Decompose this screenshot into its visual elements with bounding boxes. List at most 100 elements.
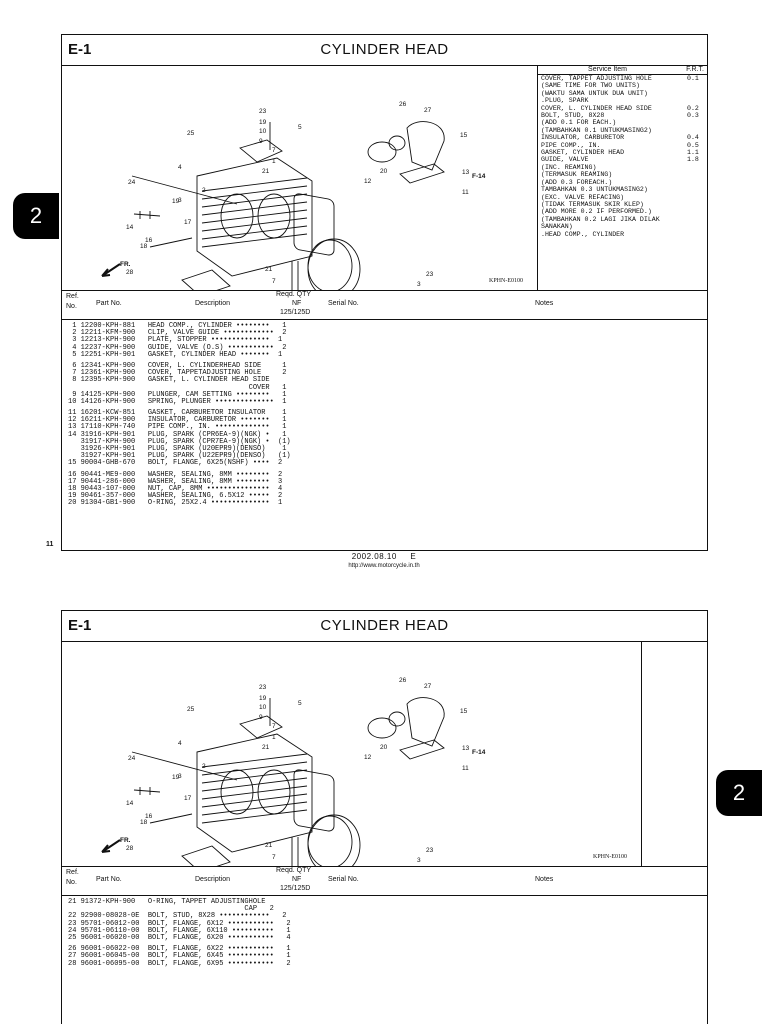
- bolt: [149, 813, 193, 824]
- col-reqd-qty: Reqd. QTY: [276, 291, 312, 298]
- port-outline: [220, 769, 254, 815]
- service-item-heading: Service Item: [588, 66, 627, 73]
- col-no: No.: [66, 303, 77, 310]
- insulator: [367, 141, 397, 163]
- callout-label: 7: [272, 854, 276, 861]
- diagram-lines: [131, 697, 445, 877]
- long-bolt: [131, 751, 238, 781]
- cooling-fin: [201, 761, 308, 776]
- service-desc: INSULATOR, CARBURETOR: [541, 134, 625, 142]
- cooling-fin: [201, 185, 308, 200]
- callout-label: 15: [460, 708, 468, 715]
- parts-row: CAP 2: [68, 905, 274, 914]
- callout-label: 25: [187, 706, 195, 713]
- service-desc: COVER, L. CYLINDER HEAD SIDE: [541, 104, 652, 112]
- callout-label: 18: [140, 243, 148, 250]
- callout-label: 10: [259, 128, 267, 135]
- parts-row: 14 31916-KPH-901 PLUG, SPARK (CPR6EA-9)(…: [68, 430, 287, 439]
- parts-row: 4 12237-KPH-900 GUIDE, VALVE (O.S) •••••…: [68, 343, 287, 352]
- service-frt: 1.8: [687, 156, 699, 164]
- section-code: E-1: [68, 41, 92, 58]
- parts-row: COVER 1: [68, 383, 287, 392]
- carb-gasket: [399, 163, 445, 184]
- service-header: Service Item F.R.T.: [538, 66, 707, 75]
- service-desc: (TIDAK TERMASUK SKIR KLEP): [541, 200, 644, 208]
- callout-label: 16: [145, 237, 153, 244]
- service-frt: [687, 97, 707, 104]
- cooling-fin: [201, 753, 308, 768]
- callout-label: 19: [259, 695, 267, 702]
- tappet-cover: [239, 715, 283, 739]
- cooling-fin: [201, 777, 308, 792]
- o-ring: [388, 711, 406, 727]
- carb-gasket: [399, 739, 445, 760]
- service-line: .HEAD COMP., CYLINDER: [538, 231, 707, 238]
- callout-label: 28: [126, 269, 134, 276]
- service-desc: (WAKTU SAMA UNTUK DUA UNIT): [541, 89, 648, 97]
- section-title: CYLINDER HEAD: [320, 41, 449, 58]
- small-gasket: [181, 269, 231, 297]
- service-desc: .PLUG, SPARK: [541, 97, 589, 105]
- callout-label: 7: [272, 278, 276, 285]
- service-frt: [687, 164, 707, 171]
- parts-row: 22 92900-08028-0E BOLT, STUD, 8X28 •••••…: [68, 912, 287, 921]
- callout-label: 7: [272, 723, 276, 730]
- service-line: (TAMBAHKAN 0.2 LAGI JIKA DILAK: [538, 216, 707, 223]
- diagram-lines: [131, 121, 445, 301]
- chapter-tab: 2: [13, 193, 59, 239]
- callout-label: 18: [140, 819, 148, 826]
- service-desc: PIPE COMP., IN.: [541, 141, 601, 149]
- port-outline: [257, 769, 291, 815]
- service-item-box: [642, 642, 707, 867]
- col-description: Description: [195, 300, 231, 307]
- page-number: 11: [46, 541, 54, 548]
- callout-label: 7: [272, 147, 276, 154]
- cooling-fin: [201, 177, 308, 192]
- service-desc: BOLT, STUD, 8X28: [541, 112, 605, 120]
- parts-row: 9 14125-KPH-900 PLUNGER, CAM SETTING •••…: [68, 390, 287, 399]
- callout-label: 3: [178, 773, 182, 780]
- parts-row: 10 14126-KPH-900 SPRING, PLUNGER •••••••…: [68, 397, 287, 406]
- callout-label: 24: [128, 179, 136, 186]
- parts-row: 31917-KPH-900 PLUG, SPARK (CPR7EA-9)(NGK…: [68, 437, 291, 446]
- port-outline: [220, 193, 254, 239]
- parts-row: 31927-KPH-901 PLUG, SPARK (U22EPR9)(DENS…: [68, 452, 291, 461]
- service-desc: COVER, TAPPET ADJUSTING HOLE: [541, 75, 652, 82]
- parts-row: 3 12213-KPH-900 PLATE, STOPPER •••••••••…: [68, 336, 283, 345]
- cooling-fin: [201, 809, 308, 824]
- cooling-fin: [201, 193, 308, 208]
- service-frt: [687, 127, 707, 134]
- parts-row: 19 90461-357-000 WASHER, SEALING, 6.5X12…: [68, 492, 283, 501]
- col-notes: Notes: [535, 300, 554, 307]
- cooling-fin: [201, 209, 308, 224]
- service-item-box: Service Item F.R.T. COVER, TAPPET ADJUST…: [538, 66, 707, 291]
- service-line: (SAME TIME FOR TWO UNITS): [538, 82, 707, 89]
- source-url: http://www.motorcycle.in.th: [348, 563, 420, 569]
- service-line: (TIDAK TERMASUK SKIR KLEP): [538, 201, 707, 208]
- callout-label: 13: [462, 169, 470, 176]
- service-desc: (ADD MORE 0.2 IF PERFORMED.): [541, 208, 652, 216]
- service-line: (EXC. VALVE REFACING): [538, 194, 707, 201]
- service-line: (ADD 0.1 FOR EACH.): [538, 119, 707, 126]
- col-nf: NF: [292, 876, 302, 883]
- callout-label: 20: [380, 168, 388, 175]
- service-line: .PLUG, SPARK: [538, 97, 707, 104]
- parts-row: 1 12200-KPH-881 HEAD COMP., CYLINDER •••…: [68, 322, 287, 330]
- parts-row: 11 16201-KCW-851 GASKET, CARBURETOR INSU…: [68, 409, 287, 418]
- callout-label: 2: [202, 763, 206, 770]
- service-frt: [687, 194, 707, 201]
- col-description: Description: [195, 876, 231, 883]
- col-part-no: Part No.: [96, 300, 122, 307]
- callout-label: 23: [259, 684, 267, 691]
- callout-label: 23: [426, 271, 434, 278]
- service-line: (ADD 0.3 FOREACH.): [538, 179, 707, 186]
- service-line: PIPE COMP., IN.0.5: [538, 142, 707, 149]
- service-frt: [687, 82, 707, 89]
- service-frt: [687, 90, 707, 97]
- service-line: (ADD MORE 0.2 IF PERFORMED.): [538, 208, 707, 215]
- small-gasket: [181, 845, 231, 873]
- service-frt: [687, 208, 707, 215]
